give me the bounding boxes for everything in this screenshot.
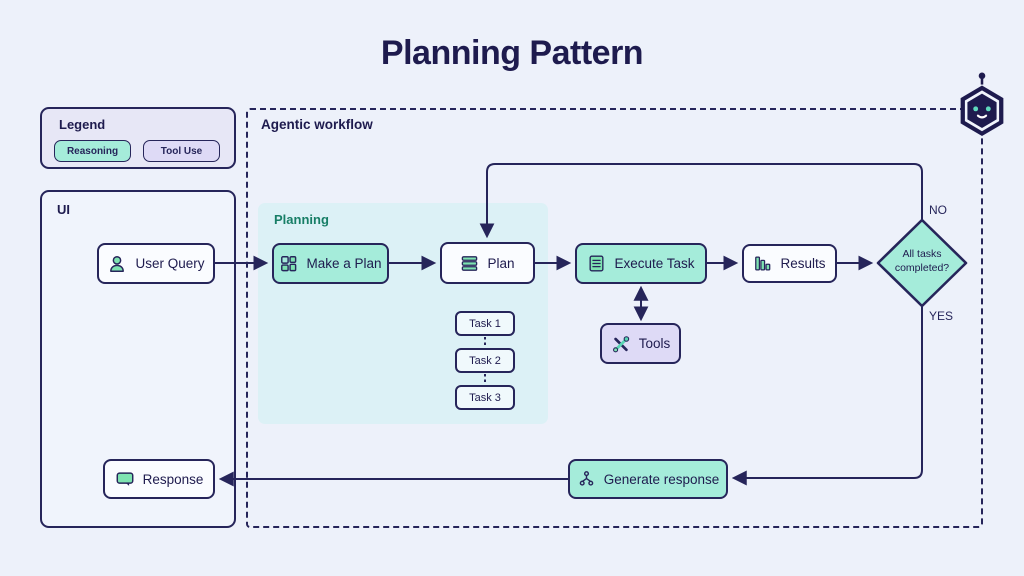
user-query-label: User Query	[135, 256, 205, 271]
legend-title: Legend	[59, 117, 106, 132]
decision-yes-label: YES	[929, 309, 954, 323]
legend-tool-use-badge: Tool Use	[143, 140, 220, 162]
user-query-node: User Query	[97, 243, 215, 284]
generate-response-node: Generate response	[568, 459, 728, 499]
network-branch-icon	[577, 470, 596, 489]
make-a-plan-label: Make a Plan	[306, 256, 382, 271]
agentic-workflow-title: Agentic workflow	[261, 117, 373, 132]
user-icon	[107, 254, 127, 274]
legend-panel: Legend Reasoning Tool Use	[40, 107, 236, 169]
bar-chart-icon	[753, 254, 772, 273]
planning-region-label: Planning	[274, 212, 329, 227]
execute-task-node: Execute Task	[575, 243, 707, 284]
robot-icon	[950, 70, 1014, 143]
results-node: Results	[742, 244, 837, 283]
task-3-node: Task 3	[455, 385, 515, 410]
plan-node: Plan	[440, 242, 535, 284]
legend-reasoning-badge: Reasoning	[54, 140, 131, 162]
task-2-node: Task 2	[455, 348, 515, 373]
results-label: Results	[780, 256, 826, 271]
tools-label: Tools	[638, 336, 671, 351]
tools-node: Tools	[600, 323, 681, 364]
decision-question: All tasks completed?	[894, 248, 950, 274]
task-1-node: Task 1	[455, 311, 515, 336]
execute-task-label: Execute Task	[614, 256, 695, 271]
plan-label: Plan	[487, 255, 515, 271]
generate-response-label: Generate response	[603, 471, 720, 487]
document-icon	[587, 254, 606, 273]
kanban-icon	[279, 254, 298, 273]
list-bars-icon	[460, 254, 479, 273]
response-node: Response	[103, 459, 215, 499]
tools-icon	[611, 334, 631, 354]
chat-bubble-icon	[115, 469, 135, 489]
page-title: Planning Pattern	[380, 34, 644, 72]
decision-no-label: NO	[929, 203, 947, 217]
agentic-workflow-panel	[246, 108, 983, 528]
ui-panel-title: UI	[57, 202, 70, 217]
make-a-plan-node: Make a Plan	[272, 243, 389, 284]
response-label: Response	[142, 471, 204, 487]
